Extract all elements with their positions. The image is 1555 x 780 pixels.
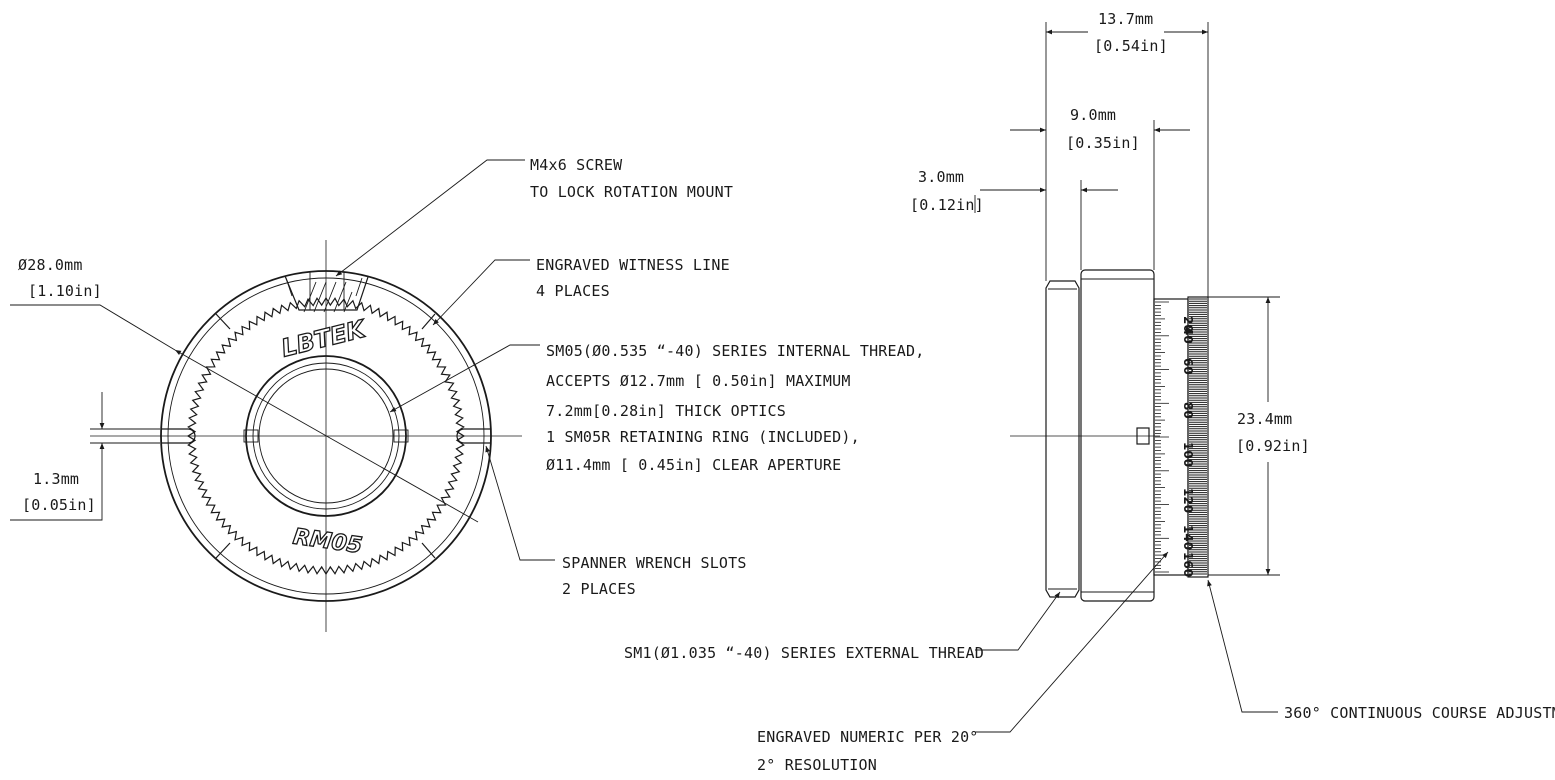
scale-ticks	[1155, 301, 1169, 573]
diameter-in-label: [1.10in]	[28, 282, 102, 300]
screw-leader	[335, 159, 525, 277]
height-in-label: [0.92in]	[1236, 437, 1310, 455]
adjustment-ring	[1187, 296, 1209, 578]
thread-section	[1045, 280, 1080, 598]
thread-mm-label: 3.0mm	[918, 168, 964, 186]
witness-line-nw	[215, 313, 231, 330]
slot-width-mm-label: 1.3mm	[33, 470, 79, 488]
numeric-leader	[975, 551, 1169, 733]
witness-note-line-2: 4 PLACES	[536, 282, 610, 300]
thread-note-line-5: Ø11.4mm [ 0.45in] CLEAR APERTURE	[546, 456, 841, 474]
diameter-leader	[10, 304, 176, 351]
diameter-mm-label: Ø28.0mm	[18, 256, 83, 274]
height-mm-label: 23.4mm	[1237, 410, 1292, 428]
lock-screw	[282, 271, 371, 313]
witness-lines	[215, 313, 436, 559]
overall-mm-label: 13.7mm	[1098, 10, 1153, 28]
side-view: 20 40 60 80 100 120 140 160 13.7mm [0.54…	[624, 10, 1555, 774]
spanner-slot-left	[162, 428, 196, 444]
witness-line-ne	[421, 313, 436, 330]
spanner-note-line-1: SPANNER WRENCH SLOTS	[562, 554, 747, 572]
inner-bore-outer	[245, 355, 407, 517]
numeric-note-line-1: ENGRAVED NUMERIC PER 20°	[757, 728, 979, 746]
slot-width-in-label: [0.05in]	[22, 496, 96, 514]
overall-label-bg	[1088, 12, 1164, 62]
thread-note-line-3: 7.2mm[0.28in] THICK OPTICS	[546, 402, 786, 420]
outer-rim	[160, 270, 492, 602]
spanner-slot-right	[456, 428, 490, 444]
screw-note-line-2: TO LOCK ROTATION MOUNT	[530, 183, 733, 201]
spanner-slots	[162, 428, 490, 444]
external-thread-note: SM1(Ø1.035 “-40) SERIES EXTERNAL THREAD	[624, 644, 984, 662]
front-view: LBTEK RM05 Ø28.0mm [1.10in] 1.3mm [0.05i…	[10, 156, 924, 632]
retaining-ring-slot-left	[243, 429, 259, 443]
numeric-note-line-2: 2° RESOLUTION	[757, 756, 877, 774]
diameter-line	[174, 349, 479, 523]
witness-leader	[432, 259, 530, 326]
screw-note-line-1: M4x6 SCREW	[530, 156, 623, 174]
knurled-ring	[186, 296, 466, 576]
spanner-leader	[485, 445, 555, 561]
spanner-note-line-2: 2 PLACES	[562, 580, 636, 598]
witness-note-line-1: ENGRAVED WITNESS LINE	[536, 256, 730, 274]
outer-rim-inner-edge	[167, 277, 485, 595]
external-thread-leader	[975, 591, 1061, 651]
witness-pin	[1136, 427, 1150, 445]
thread-note-line-1: SM05(Ø0.535 “-40) SERIES INTERNAL THREAD…	[546, 342, 924, 360]
adjustment-leader	[1207, 579, 1278, 713]
body-in-label: [0.35in]	[1066, 134, 1140, 152]
main-body	[1080, 269, 1155, 602]
thread-note-line-4: 1 SM05R RETAINING RING (INCLUDED),	[546, 428, 860, 446]
witness-line-se	[421, 542, 436, 559]
inner-bore-thread	[252, 362, 400, 510]
thread-note-line-2: ACCEPTS Ø12.7mm [ 0.50in] MAXIMUM	[546, 372, 851, 390]
retaining-ring-slot-right	[393, 429, 409, 443]
thread-in-label: [0.12in]	[910, 196, 984, 214]
overall-in-label: [0.54in]	[1094, 37, 1168, 55]
slot-dim-arrow-bottom	[10, 443, 105, 521]
clear-aperture	[258, 368, 394, 504]
witness-line-sw	[215, 542, 231, 559]
body-mm-label: 9.0mm	[1070, 106, 1116, 124]
adjustment-ring-knurl	[1189, 298, 1207, 575]
adjustment-note: 360° CONTINUOUS COURSE ADJUSTMENT	[1284, 704, 1555, 722]
model-text: RM05	[291, 525, 363, 559]
thread-leader	[389, 344, 540, 413]
